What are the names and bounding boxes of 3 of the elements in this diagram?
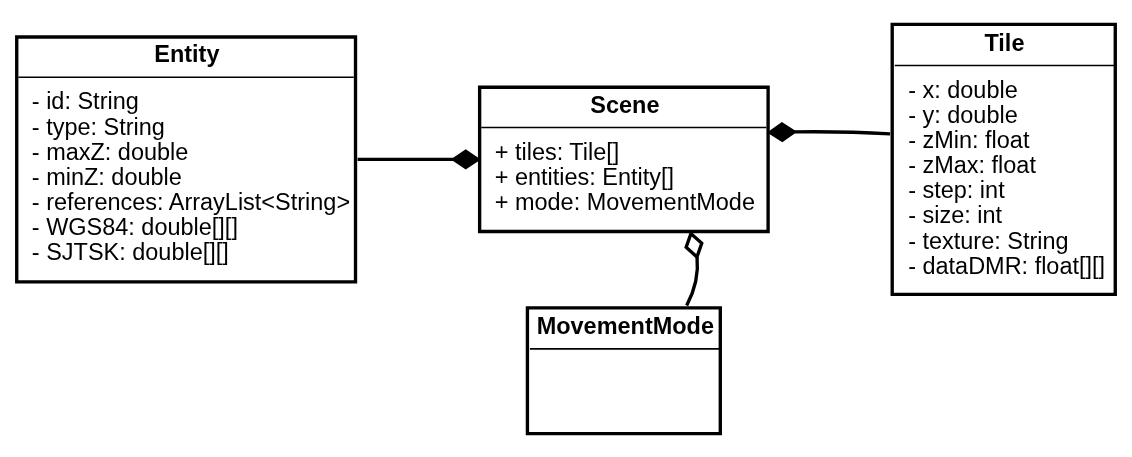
connector (357, 148, 481, 169)
connector (684, 230, 704, 306)
connector (767, 121, 891, 142)
